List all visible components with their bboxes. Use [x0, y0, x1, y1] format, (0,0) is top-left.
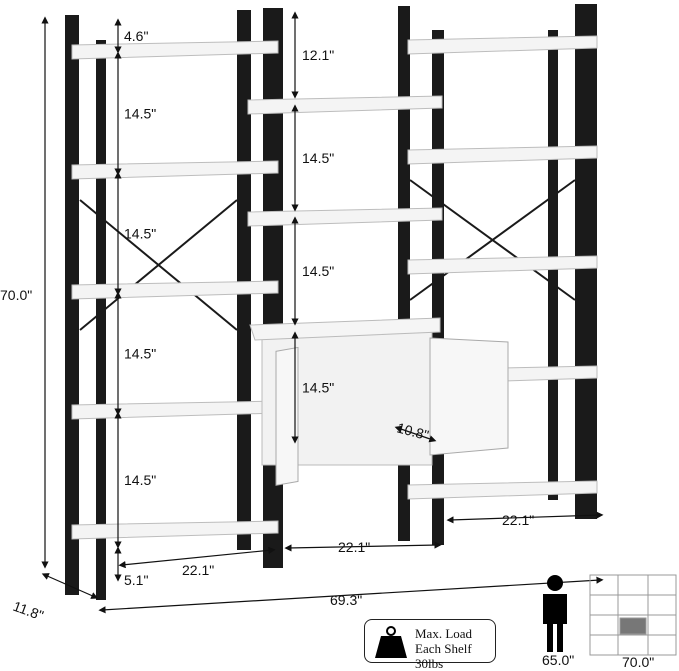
shelf: [71, 40, 279, 60]
person-silhouette-icon: [543, 575, 567, 652]
shelf: [71, 160, 279, 180]
cross-brace: [79, 199, 238, 331]
middle-height-label: 14.5": [302, 150, 334, 166]
shelf: [407, 480, 598, 500]
dimension-lines: [41, 11, 604, 614]
left-height-label: 14.5": [124, 346, 156, 362]
shelf: [407, 145, 598, 165]
dimension-line: [118, 546, 276, 569]
left-height-label: 14.5": [124, 106, 156, 122]
dimension-line: [41, 573, 99, 599]
frame-post: [96, 40, 106, 600]
shelf: [407, 255, 598, 275]
cabinet-right-door: [429, 337, 509, 456]
load-line2: Each Shelf 30lbs: [415, 641, 472, 671]
load-line1: Max. Load: [415, 626, 473, 641]
frame-posts: [65, 4, 597, 600]
person-height-label: 65.0": [542, 652, 574, 668]
cross-brace: [409, 179, 576, 301]
middle-height-label: 14.5": [302, 263, 334, 279]
total-height-label: 70.0": [0, 287, 32, 303]
max-load-badge: Max. Load Each Shelf 30lbs: [364, 619, 496, 671]
left-height-label: 14.5": [124, 226, 156, 242]
right-width-label: 22.1": [502, 512, 534, 528]
mini-shelf-height-label: 70.0": [622, 654, 654, 670]
middle-width-label: 22.1": [338, 539, 370, 555]
dimension-line: [284, 541, 442, 552]
total-width-label: 69.3": [330, 592, 362, 608]
shelf: [407, 35, 598, 55]
weight-icon: [375, 626, 407, 658]
shelf: [71, 280, 279, 300]
frame-post: [65, 15, 79, 595]
left-height-label: 14.5": [124, 472, 156, 488]
middle-height-label: 14.5": [302, 380, 334, 396]
cabinet: [249, 317, 509, 486]
middle-height-label: 12.1": [302, 47, 334, 63]
dimension-line: [446, 511, 604, 524]
frame-post: [237, 10, 251, 550]
mini-shelf-thumbnail: [589, 574, 677, 656]
dimension-line: [98, 576, 604, 614]
left-height-label: 4.6": [124, 28, 148, 44]
bottom-clearance-label: 5.1": [124, 572, 148, 588]
left-width-label: 22.1": [182, 562, 214, 578]
depth-label: 11.8": [11, 598, 46, 624]
dimension-line: [394, 425, 437, 443]
shelf: [71, 520, 279, 540]
